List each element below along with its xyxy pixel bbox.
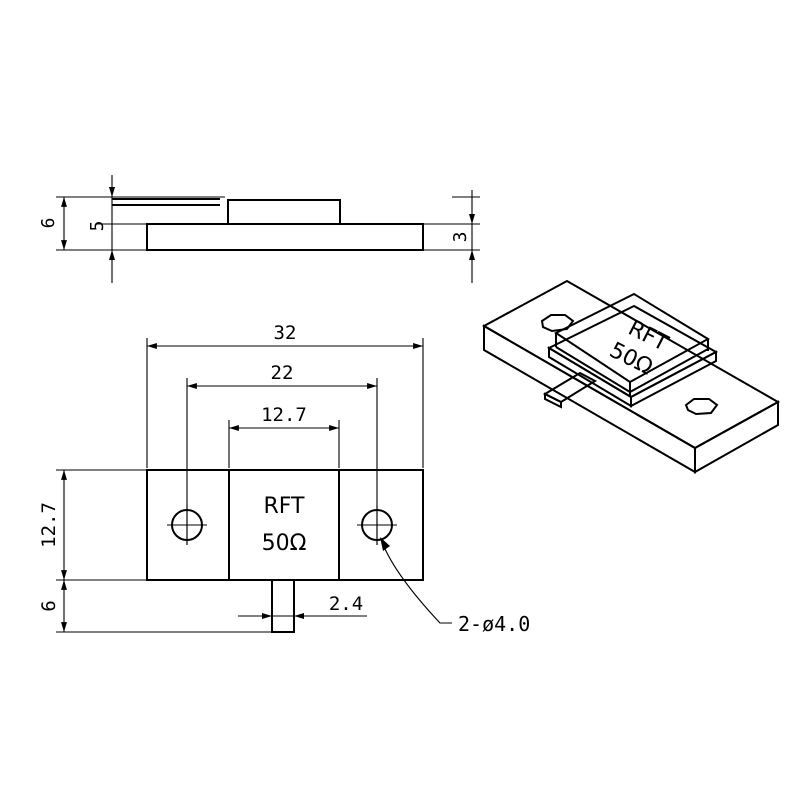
dim-tab-width-label: 2.4 [329,593,363,615]
hole-callout-label: 2-ø4.0 [458,612,530,636]
side-view: 6 5 3 [38,175,480,283]
dim-body-width-label: 12.7 [261,404,307,426]
dim-flange-height-label: 3 [450,232,471,243]
dim-cover-height-label: 5 [87,221,108,232]
dim-overall-length-label: 32 [274,322,297,344]
dim-total-height-label: 6 [38,218,59,229]
side-flange [146,223,424,251]
side-cover [227,199,341,224]
top-label-model: RFT [264,494,306,519]
dim-hole-spacing-label: 22 [271,362,294,384]
top-view: RFT 50Ω 32 22 12.7 12.7 6 2.4 [38,322,530,636]
iso-view: RFT 50Ω [481,279,781,474]
top-label-impedance: 50Ω [262,531,307,556]
iso-hole-right [684,398,719,416]
iso-hole-left [540,314,575,333]
top-tab [271,579,295,633]
dim-flange-width-label: 12.7 [38,502,60,548]
hole-callout-leader [381,541,452,624]
dim-tab-length-label: 6 [38,600,60,611]
